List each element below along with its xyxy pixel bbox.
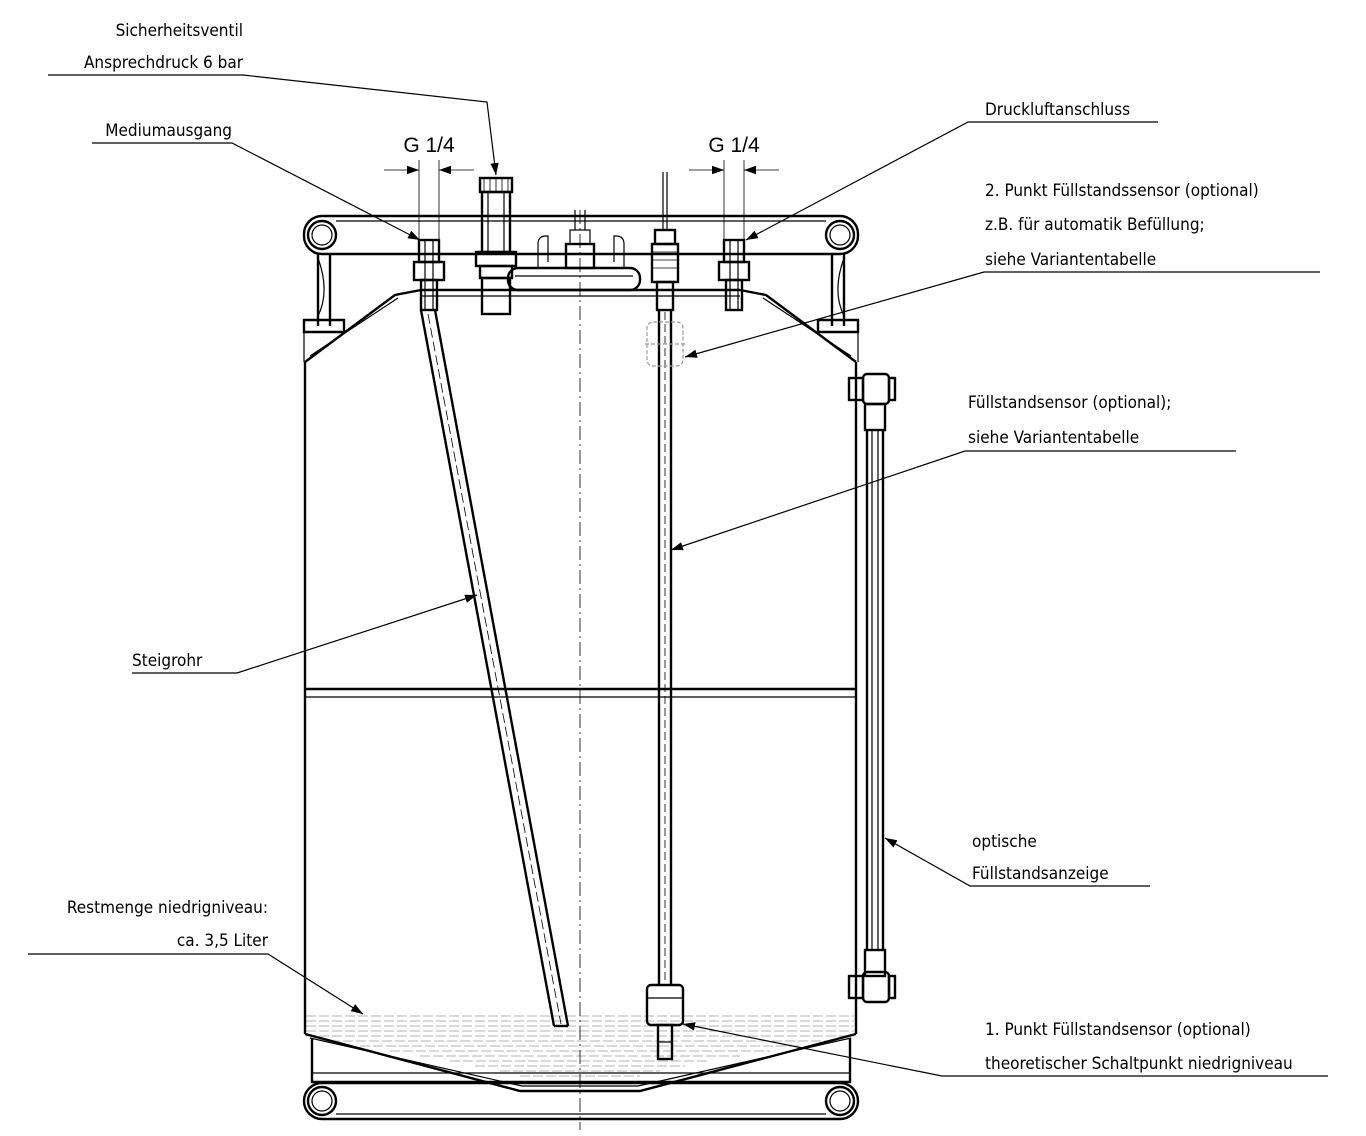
annotation-labels: Sicherheitsventil Ansprechdruck 6 bar Me…	[67, 21, 1293, 1074]
label-medium-outlet: Mediumausgang	[105, 121, 232, 141]
thread-label-left: G 1/4	[403, 134, 455, 157]
label-safety-valve-1: Sicherheitsventil	[116, 21, 243, 41]
thread-dimension-right: G 1/4	[689, 134, 779, 250]
thread-dimension-left: G 1/4	[384, 134, 474, 250]
medium-outlet-fitting	[412, 238, 446, 312]
top-handle-ring	[302, 214, 860, 362]
central-lid	[506, 210, 642, 292]
riser-pipe	[419, 309, 570, 1028]
label-residual-1: Restmenge niedrigniveau:	[67, 898, 268, 918]
label-level-sensor-1: Füllstandsensor (optional);	[968, 393, 1171, 413]
label-sensor2-3: siehe Variantentabelle	[985, 250, 1156, 270]
label-optical-1: optische	[972, 832, 1037, 852]
thread-label-right: G 1/4	[708, 134, 760, 157]
label-sensor2-2: z.B. für automatik Befüllung;	[985, 215, 1205, 235]
label-residual-2: ca. 3,5 Liter	[177, 931, 269, 951]
safety-valve	[474, 176, 518, 316]
label-sensor1-2: theoretischer Schaltpunkt niedrigniveau	[985, 1054, 1293, 1074]
label-level-sensor-2: siehe Variantentabelle	[968, 428, 1139, 448]
label-riser: Steigrohr	[132, 651, 203, 671]
bottom-base-ring	[302, 1038, 860, 1121]
optical-level-indicator	[847, 372, 897, 1004]
label-sensor1-1: 1. Punkt Füllstandsensor (optional)	[985, 1020, 1251, 1040]
tank-body	[303, 288, 858, 1093]
compressed-air-fitting	[717, 238, 751, 312]
level-sensor	[645, 172, 685, 1061]
leader-lines	[28, 74, 1328, 1077]
label-safety-valve-2: Ansprechdruck 6 bar	[84, 53, 244, 73]
label-optical-2: Füllstandsanzeige	[972, 864, 1109, 884]
label-sensor2-1: 2. Punkt Füllstandssensor (optional)	[985, 181, 1259, 201]
label-compressed-air: Druckluftanschluss	[985, 100, 1130, 120]
